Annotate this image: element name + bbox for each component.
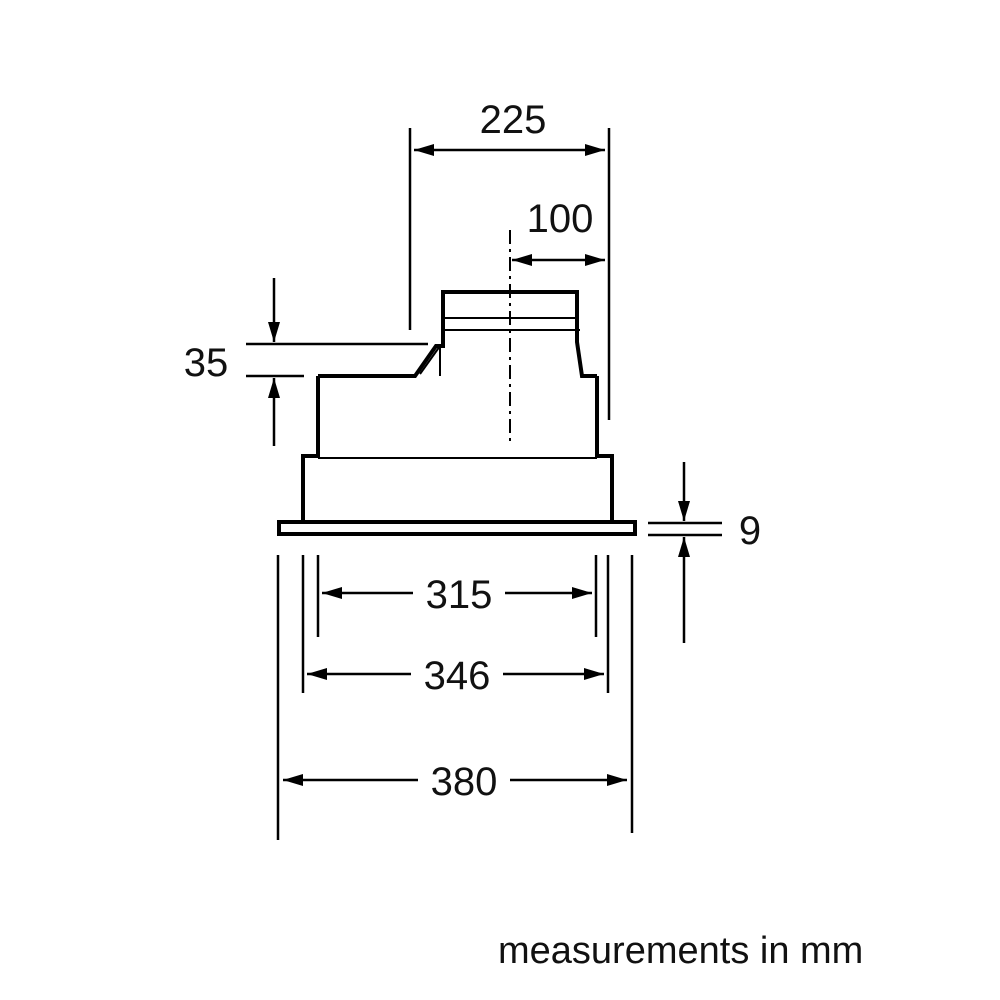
extension-lines — [246, 128, 722, 840]
upper-housing — [318, 290, 597, 378]
dimension-9: 9 — [678, 462, 761, 643]
dimension-315: 315 — [322, 573, 592, 617]
bottom-flange — [277, 520, 637, 536]
dim-label-35: 35 — [184, 341, 229, 385]
dimension-346: 346 — [307, 654, 604, 698]
dim-label-315: 315 — [426, 573, 493, 617]
shoulder-inner-line — [419, 345, 441, 375]
dimension-225: 225 — [414, 98, 605, 156]
dimension-100: 100 — [512, 197, 605, 266]
appliance-outline — [277, 290, 637, 536]
dimension-35: 35 — [184, 278, 280, 446]
dimension-380: 380 — [283, 760, 627, 804]
dim-label-346: 346 — [424, 654, 491, 698]
units-caption: measurements in mm — [498, 930, 864, 972]
dim-label-225: 225 — [480, 98, 547, 142]
dim-label-380: 380 — [431, 760, 498, 804]
lower-housing — [301, 376, 614, 522]
dim-label-9: 9 — [739, 509, 761, 553]
dim-label-100: 100 — [527, 197, 594, 241]
